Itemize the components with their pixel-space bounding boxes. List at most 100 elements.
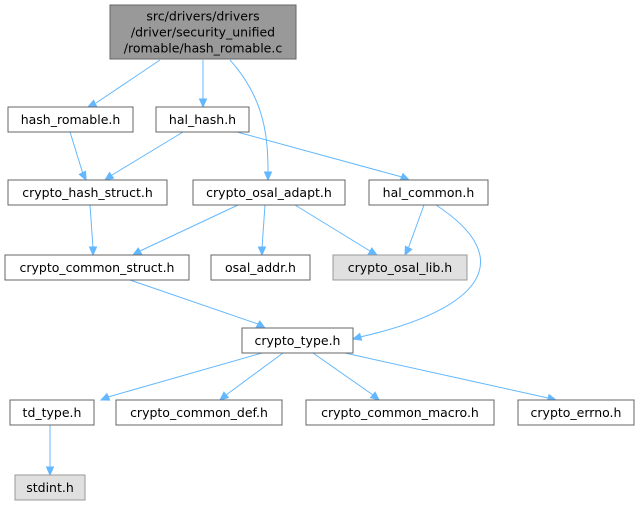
edge-hal_hash_h-to-hal_common_h	[236, 131, 411, 181]
node-crypto-errno-h[interactable]: crypto_errno.h	[517, 399, 635, 426]
node-box[interactable]	[7, 106, 134, 133]
edge-arrowhead	[369, 391, 380, 401]
node-crypto-osal-adapt-h[interactable]: crypto_osal_adapt.h	[192, 179, 346, 206]
edge-line	[111, 131, 184, 176]
edge-arrowhead	[99, 392, 111, 401]
edge-hash_romable_h-to-crypto_hash_struct_h	[69, 131, 87, 182]
edge-line	[229, 59, 269, 174]
node-box[interactable]	[332, 254, 468, 281]
edge-line	[139, 204, 239, 252]
edge-arrowhead	[219, 391, 230, 401]
edge-line	[312, 352, 374, 396]
edge-arrowhead	[367, 247, 379, 256]
edge-arrowhead	[103, 171, 115, 181]
node-label: crypto_common_def.h	[130, 405, 268, 420]
edge-root-to-hash_romable_h	[86, 59, 161, 108]
edge-line	[129, 279, 259, 325]
edge-line	[107, 352, 263, 398]
node-label: hal_hash.h	[169, 112, 236, 127]
edge-hal_common_h-to-crypto_osal_lib_h	[404, 204, 425, 257]
edge-arrowhead	[131, 247, 143, 256]
node-label: src/drivers/drivers	[146, 9, 259, 24]
edge-crypto_osal_adapt_h-to-osal_addr_h	[257, 204, 267, 257]
edge-line	[236, 131, 403, 178]
node-box[interactable]	[305, 399, 495, 426]
edge-crypto_osal_adapt_h-to-crypto_common_struct_h	[131, 204, 239, 256]
node-label: /driver/security_unified	[131, 25, 275, 40]
node-label: crypto_common_struct.h	[20, 260, 175, 275]
node-label: crypto_common_macro.h	[321, 405, 479, 420]
edge-td_type_h-to-stdint_h	[45, 425, 55, 477]
edge-line	[225, 352, 284, 396]
node-stdint-h[interactable]: stdint.h	[14, 474, 86, 501]
edge-root-to-crypto_osal_adapt_h	[229, 59, 273, 182]
edge-line	[407, 204, 425, 250]
edge-arrowhead	[255, 320, 267, 329]
edge-arrowhead	[78, 170, 87, 182]
edge-crypto_hash_struct_h-to-crypto_common_struct_h	[88, 204, 98, 257]
node-box[interactable]	[115, 399, 283, 426]
node-td-type-h[interactable]: td_type.h	[9, 399, 95, 426]
edge-arrowhead	[399, 172, 411, 181]
node-label: crypto_hash_struct.h	[22, 185, 153, 200]
edge-root-to-hal_hash_h	[198, 60, 208, 109]
node-crypto-osal-lib-h[interactable]: crypto_osal_lib.h	[332, 254, 468, 281]
node-box[interactable]	[7, 179, 168, 206]
edge-line	[69, 131, 84, 175]
node-box[interactable]	[14, 474, 86, 501]
node-label: /romable/hash_romable.c	[124, 41, 283, 56]
node-label: osal_addr.h	[225, 260, 296, 275]
edge-crypto_osal_adapt_h-to-crypto_osal_lib_h	[294, 204, 379, 256]
node-box[interactable]	[109, 4, 297, 60]
node-hash-romable-h[interactable]: hash_romable.h	[7, 106, 134, 133]
node-label: hal_common.h	[383, 185, 475, 200]
edges-layer	[45, 59, 558, 477]
edge-hal_common_h-to-crypto_type_h	[351, 204, 482, 341]
node-crypto-common-macro-h[interactable]: crypto_common_macro.h	[305, 399, 495, 426]
edge-line	[261, 204, 266, 249]
node-crypto-common-def-h[interactable]: crypto_common_def.h	[115, 399, 283, 426]
edge-arrowhead	[257, 246, 267, 257]
edge-arrowhead	[263, 171, 273, 182]
edge-crypto_type_h-to-td_type_h	[99, 352, 263, 401]
edge-hal_hash_h-to-crypto_hash_struct_h	[103, 131, 184, 181]
node-root[interactable]: src/drivers/drivers/driver/security_unif…	[109, 4, 297, 60]
edge-arrowhead	[404, 245, 413, 257]
edge-crypto_common_struct_h-to-crypto_type_h	[129, 279, 267, 329]
node-label: td_type.h	[23, 405, 82, 420]
node-box[interactable]	[241, 327, 354, 354]
node-label: stdint.h	[26, 480, 74, 495]
node-hal-common-h[interactable]: hal_common.h	[368, 179, 489, 206]
node-box[interactable]	[155, 106, 250, 133]
node-crypto-type-h[interactable]: crypto_type.h	[241, 327, 354, 354]
edge-line	[89, 204, 94, 249]
edge-line	[359, 204, 482, 338]
node-box[interactable]	[368, 179, 489, 206]
node-crypto-hash-struct-h[interactable]: crypto_hash_struct.h	[7, 179, 168, 206]
edge-arrowhead	[351, 332, 363, 341]
node-box[interactable]	[517, 399, 635, 426]
edge-arrowhead	[86, 99, 98, 108]
edge-line	[344, 352, 549, 399]
node-label: crypto_osal_lib.h	[348, 260, 452, 275]
node-label: hash_romable.h	[21, 112, 121, 127]
node-box[interactable]	[9, 399, 95, 426]
node-hal-hash-h[interactable]: hal_hash.h	[155, 106, 250, 133]
node-box[interactable]	[210, 254, 311, 281]
edge-crypto_type_h-to-crypto_common_macro_h	[312, 352, 380, 401]
node-label: crypto_errno.h	[531, 405, 622, 420]
edge-arrowhead	[88, 246, 98, 257]
edge-line	[294, 204, 371, 252]
edge-arrowhead	[45, 466, 55, 477]
nodes-layer: src/drivers/drivers/driver/security_unif…	[4, 4, 635, 501]
edge-line	[95, 59, 161, 104]
node-box[interactable]	[4, 254, 190, 281]
node-osal-addr-h[interactable]: osal_addr.h	[210, 254, 311, 281]
node-label: crypto_type.h	[255, 333, 341, 348]
node-crypto-common-struct-h[interactable]: crypto_common_struct.h	[4, 254, 190, 281]
node-box[interactable]	[192, 179, 346, 206]
node-label: crypto_osal_adapt.h	[206, 185, 332, 200]
edge-arrowhead	[198, 98, 208, 109]
edge-crypto_type_h-to-crypto_common_def_h	[219, 352, 284, 401]
